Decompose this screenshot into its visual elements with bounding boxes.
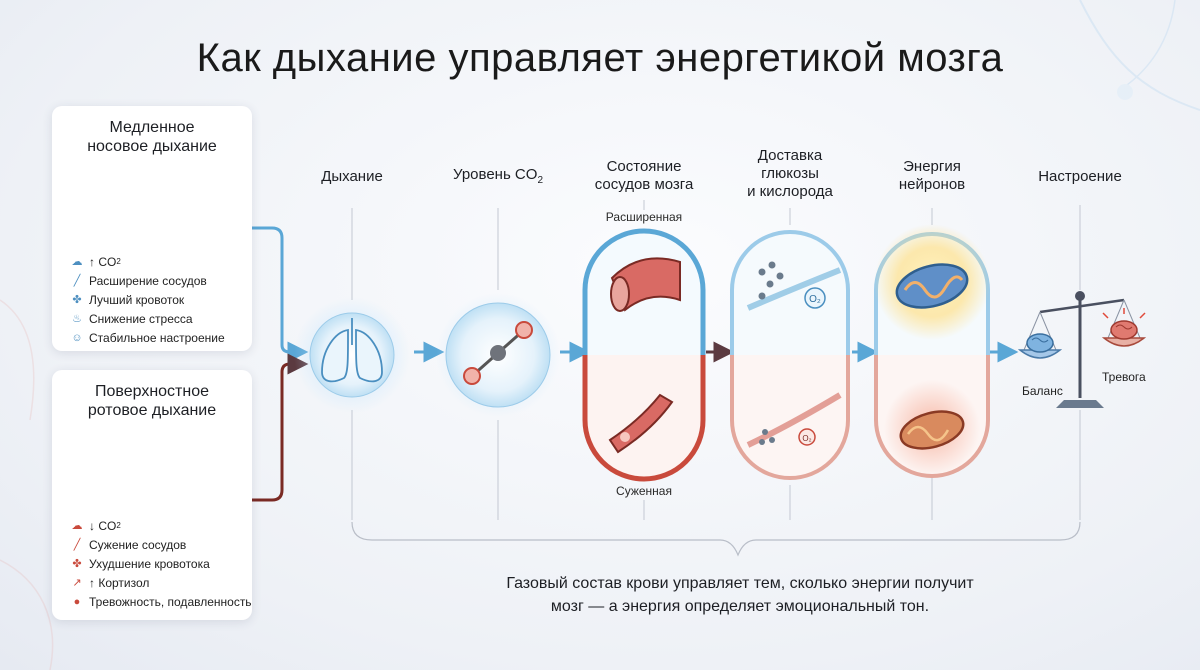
list-item: ☺Стабильное настроение <box>71 330 225 345</box>
list-item: ╱Сужение сосудов <box>70 535 252 554</box>
stage-label-mood: Настроение <box>1038 168 1122 185</box>
dilated-label: Расширенная <box>605 210 683 224</box>
lungs-stage <box>294 297 410 413</box>
delivery-stage: O₂ O₂ <box>730 230 850 480</box>
glucose-oxygen-bottom-icon: O₂ <box>746 392 842 448</box>
dilated-vessel-icon <box>610 257 681 312</box>
vessel-icon: ╱ <box>73 275 81 287</box>
calm-icon: ♨ <box>72 313 82 325</box>
lungs-icon <box>321 318 383 383</box>
co2-molecule-icon <box>463 321 533 385</box>
co2-stage <box>436 293 560 417</box>
balance-scale-icon <box>1017 291 1147 408</box>
co2-down-icon: ☁ <box>71 520 83 532</box>
stage-guide-lines <box>351 200 1081 520</box>
vessel-icon: ╱ <box>73 539 81 551</box>
anxious-brain-icon <box>1102 308 1146 340</box>
list-item: ●Тревожность, подавленность <box>70 592 252 611</box>
list-item: ✤Лучший кровоток <box>70 290 225 309</box>
list-item: ╱Расширение сосудов <box>70 271 225 290</box>
stage-label-co2: Уровень CO2 <box>452 166 543 186</box>
slow-connector <box>252 226 309 363</box>
vessels-stage <box>582 228 706 482</box>
calm-brain-icon <box>1026 333 1054 353</box>
flow-icon: ✤ <box>72 558 82 570</box>
neuron-energy-stage <box>874 224 990 478</box>
co2-up-icon: ☁ <box>71 256 83 268</box>
list-item: ↗↑ Кортизол <box>70 573 252 592</box>
list-item: ♨Снижение стресса <box>70 309 225 328</box>
slow-panel-title: Медленное носовое дыхание <box>87 119 217 155</box>
cortisol-icon: ↗ <box>72 577 82 589</box>
svg-text:O₂: O₂ <box>802 434 811 443</box>
smile-icon: ☺ <box>71 331 83 344</box>
svg-text:O₂: O₂ <box>809 294 821 305</box>
stressed-mitochondrion-icon <box>899 410 965 450</box>
flow-icon: ✤ <box>72 294 82 306</box>
stage-label-breathing: Дыхание <box>321 168 383 185</box>
balance-label: Баланс <box>1022 384 1063 398</box>
healthy-mitochondrion-icon <box>895 263 969 309</box>
summary-caption: Газовый состав крови управляет тем, скол… <box>506 575 974 615</box>
head-icon: ● <box>73 595 81 608</box>
glucose-oxygen-top-icon: O₂ <box>746 261 842 311</box>
page-title: Как дыхание управляет энергетикой мозга <box>196 36 1004 80</box>
constricted-vessel-icon <box>608 393 674 454</box>
summary-bracket <box>351 521 1081 557</box>
anxiety-label: Тревога <box>1102 370 1146 384</box>
list-item: ✤Ухудшение кровотока <box>70 554 252 573</box>
fast-panel-title: Поверхностное ротовое дыхание <box>87 383 217 419</box>
fast-connector <box>252 353 309 502</box>
constricted-label: Суженная <box>616 484 672 498</box>
